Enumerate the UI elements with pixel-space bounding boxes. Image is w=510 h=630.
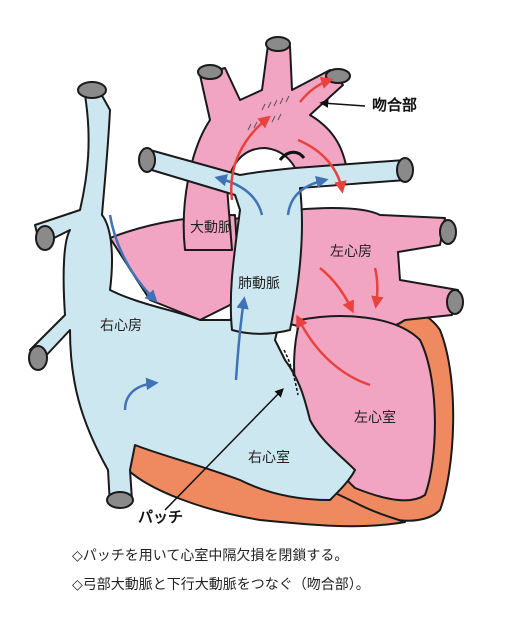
label-patch: パッチ <box>138 508 183 526</box>
pa-left-stump <box>138 147 156 173</box>
flow-arrow-svc <box>108 214 158 303</box>
caption-line-2: ◇弓部大動脈と下行大動脈をつなぐ（吻合部）。 <box>72 577 370 593</box>
flow-arrow-la-2 <box>371 267 384 309</box>
vein-stump-1 <box>35 225 55 251</box>
pa-right-stump <box>396 157 414 183</box>
flow-arrow-lv-up <box>296 314 371 387</box>
caption-line-1: ◇パッチを用いて心室中隔欠損を閉鎖する。 <box>72 548 349 564</box>
arch-branch-stump-1 <box>197 64 223 80</box>
label-right-atrium: 右心房 <box>100 318 142 334</box>
flow-arrow-arch-right <box>297 138 347 194</box>
patch-pointer <box>164 388 284 511</box>
flow-arrow-rv-up <box>234 296 249 381</box>
svc-stump <box>77 81 107 99</box>
vein-stump-2 <box>28 345 48 371</box>
label-aorta: 大動脈 <box>190 220 232 236</box>
lpv-stump-2 <box>446 289 464 315</box>
aortic-arch <box>182 44 349 251</box>
flow-arrow-pa-right <box>286 175 329 216</box>
flow-arrow-aorta-up <box>230 115 271 201</box>
vsd-patch <box>283 349 299 396</box>
label-left-ventricle: 左心室 <box>354 409 396 426</box>
ivc-stump <box>106 491 134 509</box>
ductus-clip <box>278 150 306 161</box>
label-anastomosis: 吻合部 <box>372 96 417 114</box>
label-right-ventricle: 右心室 <box>248 449 290 466</box>
lpv-stump-1 <box>439 219 457 245</box>
flow-arrow-ivc <box>123 377 159 411</box>
arch-branch-stump-2 <box>265 36 291 52</box>
label-left-atrium: 左心房 <box>330 244 372 260</box>
label-pulmonary-artery: 肺動脈 <box>238 276 280 292</box>
flow-arrow-la-1 <box>319 267 354 314</box>
right-heart-blue <box>29 91 356 506</box>
anastomosis-pointer <box>319 98 366 108</box>
flow-arrow-branch <box>299 76 334 103</box>
flow-arrow-pa-left <box>214 174 264 216</box>
